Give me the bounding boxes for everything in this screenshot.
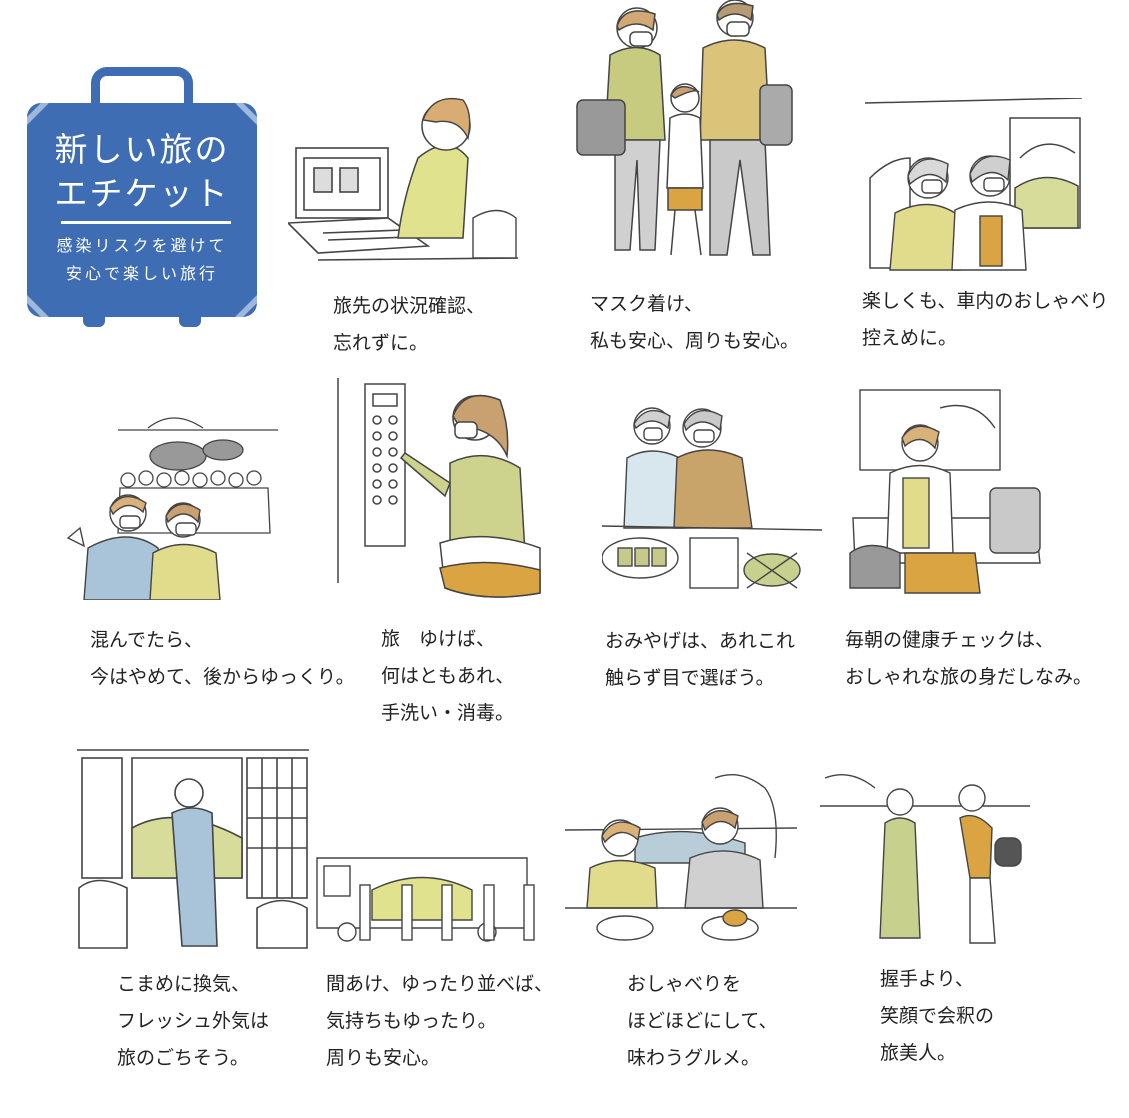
logo-sub-line2: 安心で楽しい旅行 bbox=[65, 264, 218, 283]
caption-line: 楽しくも、車内のおしゃべり bbox=[862, 290, 1109, 312]
suitcase-corners bbox=[27, 103, 257, 317]
caption-line: おしゃれな旅の身だしなみ。 bbox=[845, 666, 1093, 688]
logo-title-line2: エチケット bbox=[54, 174, 230, 213]
caption-crowds: 混んでたら、 今はやめて、後からゆっくり。 bbox=[90, 622, 355, 696]
caption-line: 混んでたら、 bbox=[90, 629, 204, 651]
caption-line: おみやげは、あれこれ bbox=[605, 630, 796, 652]
caption-check-info: 旅先の状況確認、 忘れずに。 bbox=[333, 288, 485, 362]
illustration-family-masks bbox=[576, 0, 793, 256]
suitcase-wheel-left bbox=[83, 313, 105, 327]
caption-queue: 間あけ、ゆったり並べば、 気持ちもゆったり。 周りも安心。 bbox=[326, 966, 553, 1077]
suitcase-body bbox=[27, 103, 257, 317]
caption-line: 旅 ゆけば、 bbox=[381, 628, 496, 650]
caption-line: 忘れずに。 bbox=[333, 332, 429, 354]
illustration-souvenir-shop bbox=[602, 407, 822, 589]
caption-line: 旅美人。 bbox=[880, 1042, 957, 1064]
caption-line: おしゃべりを bbox=[627, 973, 742, 995]
caption-ventilation: こまめに換気、 フレッシュ外気は 旅のごちそう。 bbox=[117, 966, 269, 1077]
caption-gourmet: おしゃべりを ほどほどにして、 味わうグルメ。 bbox=[627, 966, 777, 1077]
caption-line: 手洗い・消毒。 bbox=[381, 702, 515, 724]
caption-line: 気持ちもゆったり。 bbox=[326, 1010, 497, 1032]
caption-line: 控えめに。 bbox=[862, 327, 958, 349]
illustration-bus-queue bbox=[316, 857, 535, 942]
logo-divider bbox=[61, 221, 231, 224]
caption-line: 旅のごちそう。 bbox=[117, 1047, 249, 1069]
caption-mask: マスク着け、 私も安心、周りも安心。 bbox=[590, 286, 799, 360]
illustration-window-ventilation bbox=[77, 749, 309, 949]
caption-health-check: 毎朝の健康チェックは、 おしゃれな旅の身だしなみ。 bbox=[845, 622, 1092, 696]
etiquette-logo: 新しい旅の エチケット 感染リスクを避けて 安心で楽しい旅行 bbox=[27, 67, 257, 329]
illustration-greeting-bow bbox=[820, 774, 1030, 944]
caption-line: フレッシュ外気は bbox=[117, 1010, 270, 1032]
caption-line: 触らず目で選ぼう。 bbox=[605, 667, 775, 689]
caption-line: 旅先の状況確認、 bbox=[333, 295, 486, 317]
illustration-train-women bbox=[864, 98, 1082, 271]
caption-line: こまめに換気、 bbox=[117, 973, 251, 995]
caption-line: 周りも安心。 bbox=[326, 1047, 441, 1069]
illustration-crowd-zoo bbox=[66, 417, 278, 600]
caption-handwash: 旅 ゆけば、 何はともあれ、 手洗い・消毒。 bbox=[381, 621, 514, 732]
caption-greeting: 握手より、 笑顔で会釈の 旅美人。 bbox=[880, 961, 994, 1072]
caption-line: 笑顔で会釈の bbox=[880, 1005, 995, 1027]
illustration-gourmet-cafe bbox=[565, 774, 797, 941]
caption-quiet-car: 楽しくも、車内のおしゃべり 控えめに。 bbox=[862, 283, 1108, 357]
caption-line: 今はやめて、後からゆっくり。 bbox=[90, 666, 355, 688]
illustration-health-check bbox=[849, 389, 1041, 594]
caption-line: 私も安心、周りも安心。 bbox=[590, 330, 800, 352]
caption-souvenir: おみやげは、あれこれ 触らず目で選ぼう。 bbox=[605, 623, 795, 697]
suitcase-handle bbox=[91, 67, 193, 111]
caption-line: マスク着け、 bbox=[590, 293, 704, 315]
caption-line: ほどほどにして、 bbox=[627, 1010, 778, 1032]
illustration-laptop-woman bbox=[288, 97, 519, 261]
caption-line: 毎朝の健康チェックは、 bbox=[845, 629, 1055, 651]
illustration-elevator-handwash bbox=[337, 378, 541, 598]
caption-line: 握手より、 bbox=[880, 968, 974, 990]
logo-sub-line1: 感染リスクを避けて bbox=[56, 236, 228, 255]
caption-line: 間あけ、ゆったり並べば、 bbox=[326, 973, 554, 995]
logo-title-line1: 新しい旅の bbox=[54, 130, 230, 169]
caption-line: 味わうグルメ。 bbox=[627, 1047, 761, 1069]
suitcase-wheel-right bbox=[179, 313, 201, 327]
caption-line: 何はともあれ、 bbox=[381, 665, 515, 687]
